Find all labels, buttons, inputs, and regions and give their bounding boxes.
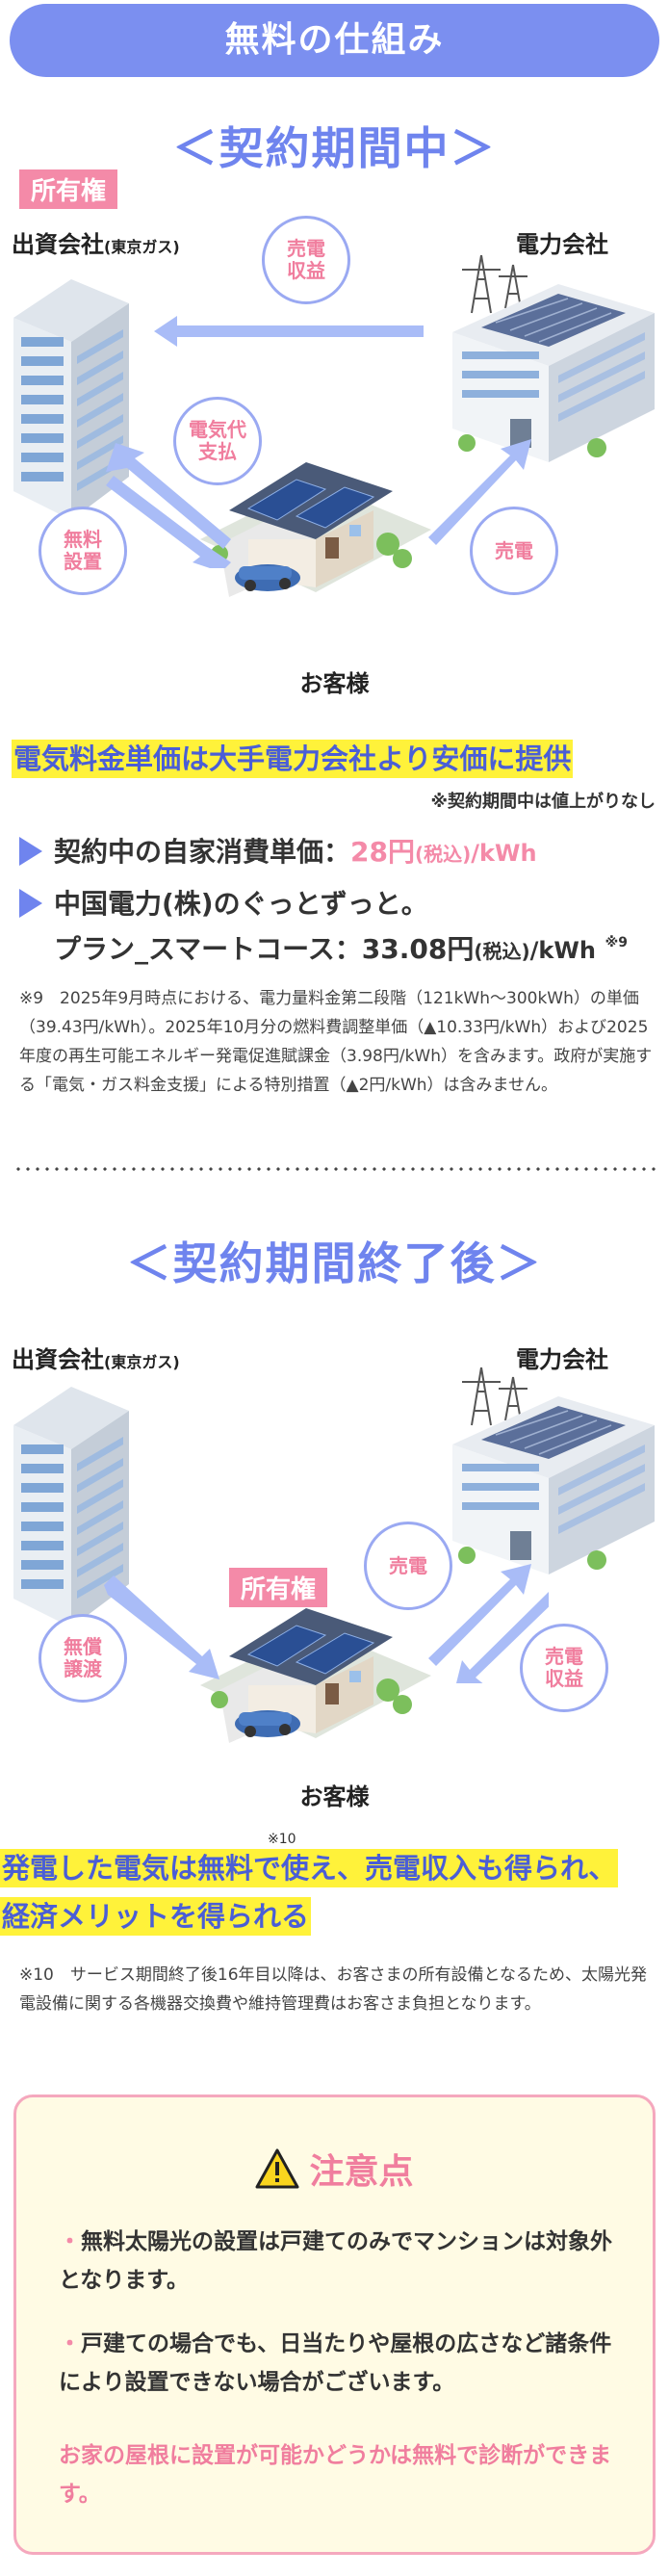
contract-period-title: ＜契約期間中＞ bbox=[172, 122, 497, 174]
triangle-bullet-icon bbox=[19, 889, 42, 918]
sell-income-circle-after: 売電 収益 bbox=[520, 1624, 608, 1712]
caution-item-2: ・戸建ての場合でも、日当たりや屋根の広さなど諸条件により設置できない場合がござい… bbox=[59, 2331, 612, 2395]
no-increase-note: ※契約期間中は値上がりなし bbox=[430, 792, 656, 812]
chugoku-plan-price-row: プラン_スマートコース：33.08円(税込)/kWh ※9 bbox=[54, 933, 629, 965]
footnote-10: ※10 サービス期間終了後16年目以降は、お客さまの所有設備となるため、太陽光発… bbox=[19, 1965, 647, 2014]
customer-label: お客様 bbox=[299, 670, 370, 697]
after-contract-title: ＜契約期間終了後＞ bbox=[126, 1237, 543, 1289]
dotted-divider bbox=[13, 1167, 656, 1171]
free-install-circle: 無料 設置 bbox=[39, 507, 127, 595]
footnote-9: ※9 2025年9月時点における、電力量料金第二段階（121kWh〜300kWh… bbox=[19, 989, 653, 1095]
double-arrows-right bbox=[428, 1564, 549, 1683]
page-title: 無料の仕組み bbox=[10, 4, 659, 77]
ownership-badge-after: 所有権 bbox=[229, 1568, 328, 1607]
free-diagnosis-note: お家の屋根に設置が可能かどうかは無料で診断ができます。 bbox=[59, 2443, 612, 2507]
house-illustration bbox=[200, 1607, 432, 1744]
chugoku-plan-row: 中国電力(株)のぐっとずっと。 bbox=[19, 886, 428, 923]
self-consumption-price-row: 契約中の自家消費単価：28円(税込)/kWh bbox=[19, 834, 537, 872]
free-transfer-circle: 無償 譲渡 bbox=[39, 1614, 127, 1703]
arrow-left bbox=[154, 316, 424, 347]
warning-icon bbox=[255, 2148, 299, 2189]
diagonal-arrow-right bbox=[428, 439, 531, 545]
sell-income-circle: 売電 収益 bbox=[262, 216, 350, 304]
ownership-badge: 所有権 bbox=[19, 169, 118, 209]
caution-box: 注意点 ・無料太陽光の設置は戸建てのみでマンションは対象外となります。 ・戸建て… bbox=[13, 2095, 656, 2555]
price-highlight: 電気料金単価は大手電力会社より安価に提供 bbox=[12, 740, 574, 778]
caution-item-1: ・無料太陽光の設置は戸建てのみでマンションは対象外となります。 bbox=[59, 2229, 612, 2293]
investor-label-after: 出資会社(東京ガス) bbox=[12, 1346, 180, 1373]
power-company-label: 電力会社 bbox=[516, 231, 608, 258]
diagonal-arrows-left bbox=[106, 443, 231, 568]
diagonal-arrow-right-down bbox=[104, 1575, 219, 1679]
investor-label: 出資会社(東京ガス) bbox=[12, 231, 180, 258]
merit-highlight-line2: 経済メリットを得られる bbox=[0, 1897, 312, 1936]
power-plant-illustration bbox=[452, 1367, 656, 1575]
merit-highlight-line1: 発電した電気は無料で使え、売電収入も得られ、 bbox=[0, 1849, 619, 1887]
power-company-label-after: 電力会社 bbox=[516, 1346, 608, 1373]
triangle-bullet-icon bbox=[19, 837, 42, 866]
customer-label-after: お客様 bbox=[299, 1783, 370, 1810]
electricity-payment-circle: 電気代 支払 bbox=[173, 397, 262, 485]
ref-mark-10: ※10 bbox=[268, 1832, 296, 1847]
sell-circle: 売電 bbox=[470, 507, 558, 595]
caution-heading: 注意点 bbox=[16, 2144, 653, 2194]
sell-circle-after: 売電 bbox=[364, 1522, 452, 1610]
